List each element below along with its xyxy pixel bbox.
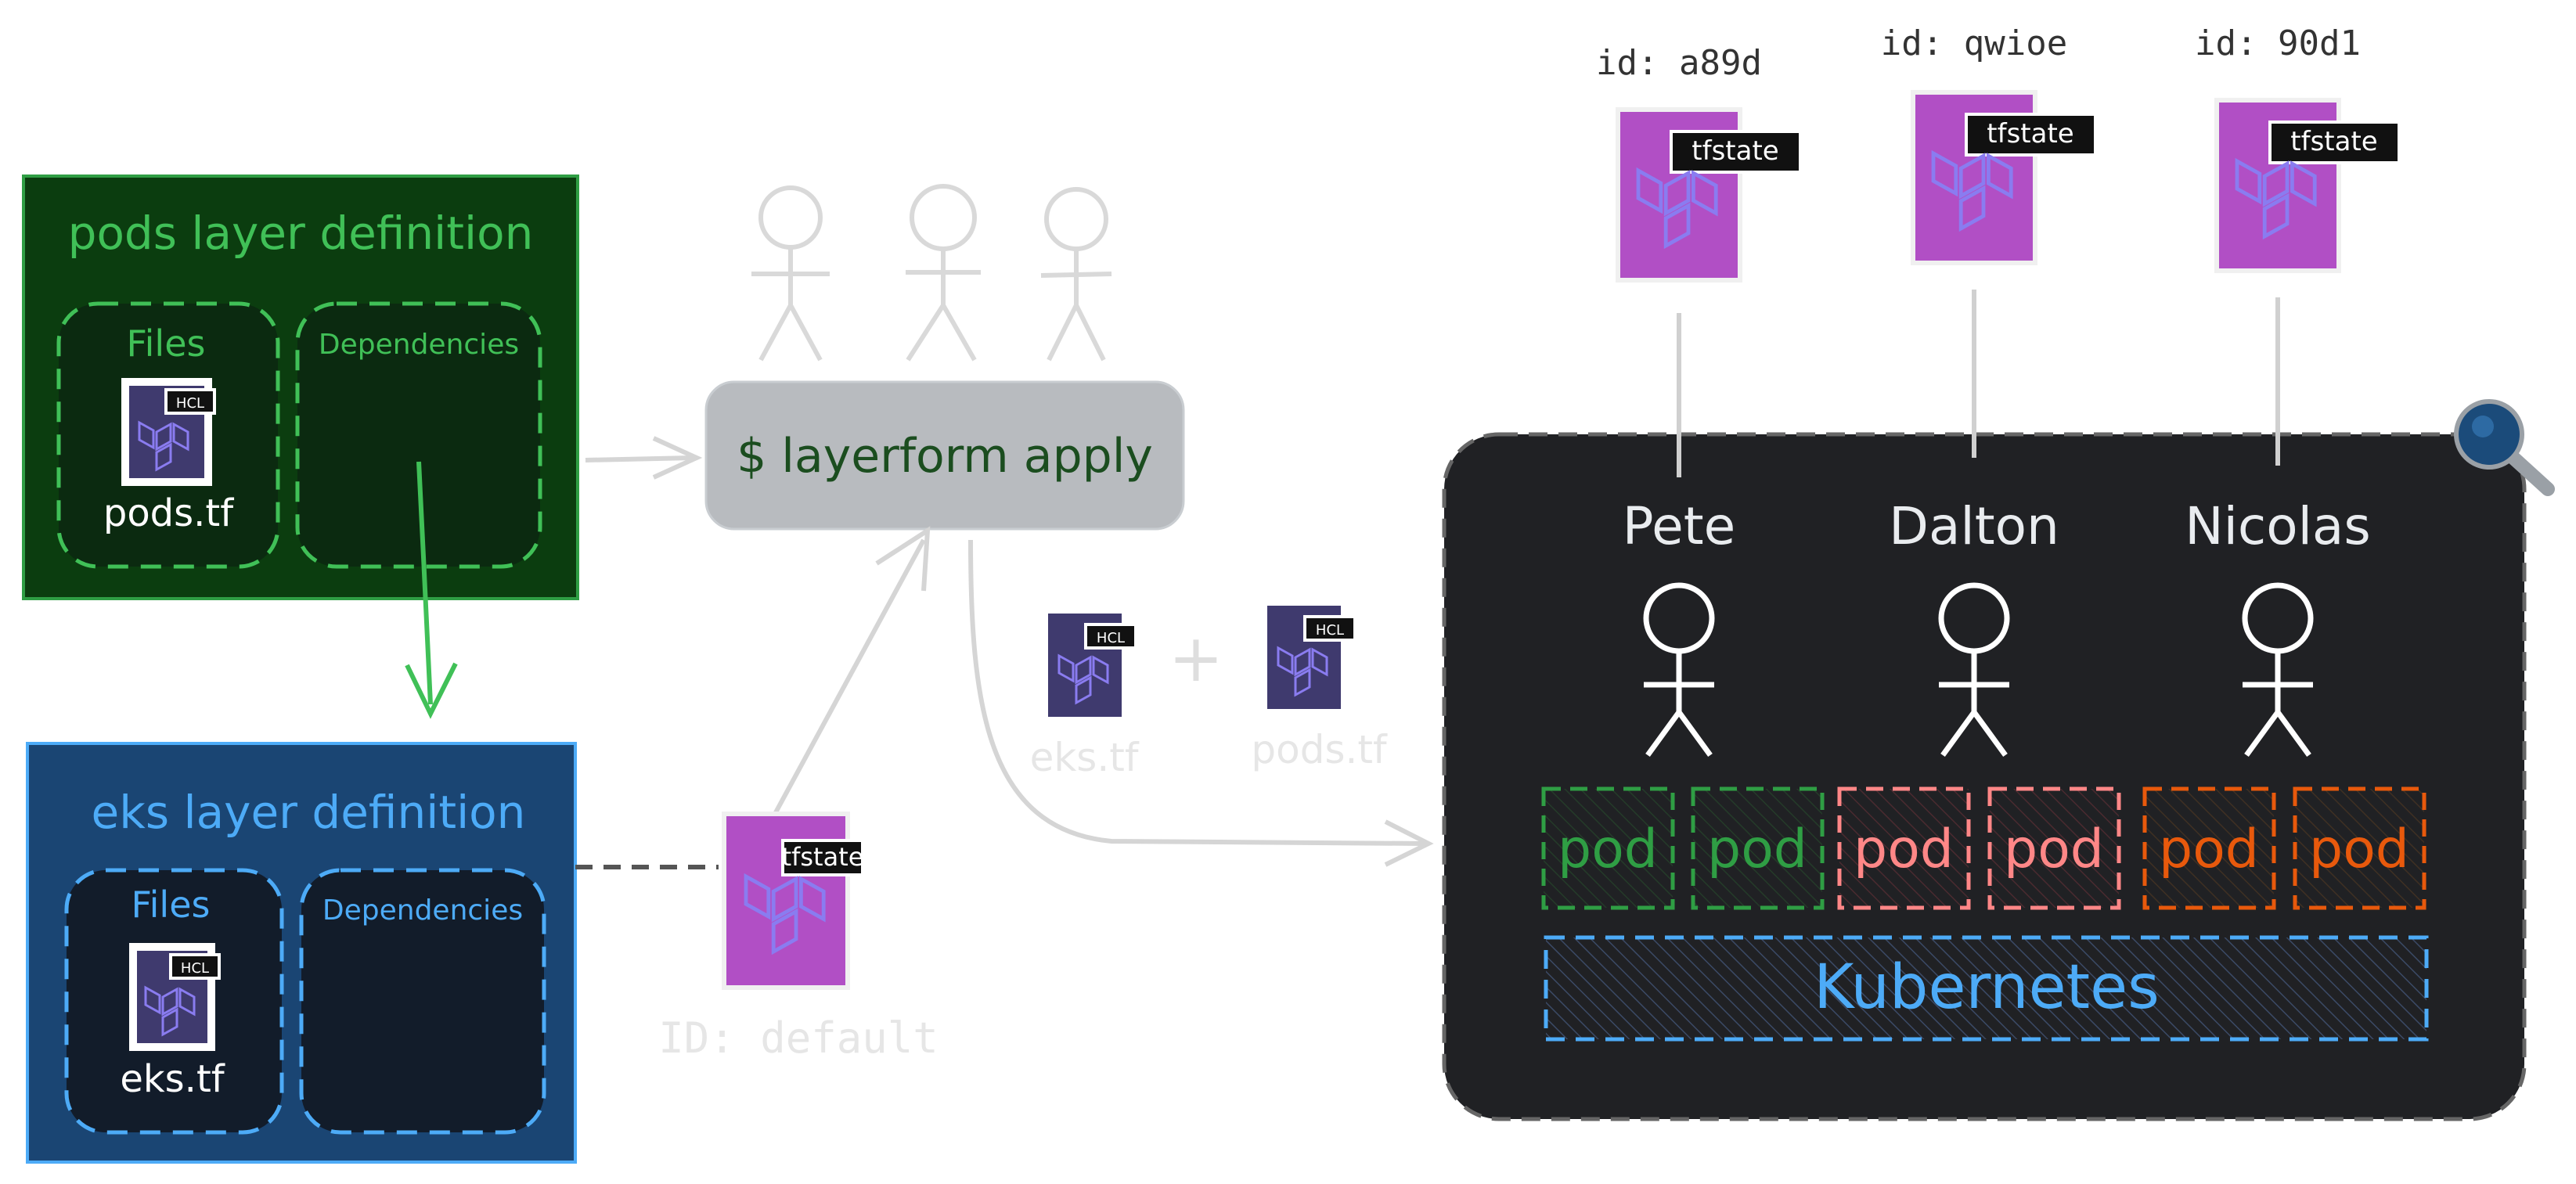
pods-dependencies-box <box>295 301 542 569</box>
pod-label: pod <box>2004 819 2104 880</box>
pods-to-command-arrow <box>585 436 703 480</box>
user-figure <box>1643 582 1715 758</box>
pod-box: pod <box>2142 786 2276 910</box>
middle-pods-file-icon: HCL <box>1261 599 1356 715</box>
tfstate-badge: tfstate <box>2290 126 2377 157</box>
user-figure <box>2242 582 2314 758</box>
pod-label: pod <box>1707 819 1807 880</box>
faded-user-figure <box>1040 187 1112 362</box>
magnifier-icon <box>2454 399 2555 496</box>
faded-user-figure <box>906 184 981 362</box>
faded-user-figure <box>751 185 830 362</box>
user-name: Dalton <box>1889 496 2059 556</box>
default-tfstate-file: tfstate <box>722 812 864 990</box>
middle-eks-file-name: eks.tf <box>1030 735 1140 780</box>
pods-to-eks-arrowhead <box>405 662 458 719</box>
eks-hcl-file-icon: HCL <box>129 943 221 1051</box>
pod-label: pod <box>1558 819 1658 880</box>
kubernetes-label: Kubernetes <box>1814 952 2160 1023</box>
layerform-apply-command[interactable]: $ layerform apply <box>704 380 1185 531</box>
kubernetes-bar: Kubernetes <box>1544 935 2429 1042</box>
middle-pods-hcl-badge: HCL <box>1316 622 1344 639</box>
tfstate-file: tfstate <box>1911 90 2097 265</box>
eks-dependencies-label: Dependencies <box>322 894 523 927</box>
pods-hcl-badge: HCL <box>176 395 204 412</box>
user-figure <box>1938 582 2010 758</box>
command-label: $ layerform apply <box>737 429 1153 484</box>
tfstate-file: tfstate <box>1616 107 1802 283</box>
tfstate-badge: tfstate <box>1987 118 2073 149</box>
faded-users-group <box>751 184 1112 362</box>
eks-file-name: eks.tf <box>120 1057 225 1101</box>
pods-file-name: pods.tf <box>103 491 234 535</box>
pod-box: pod <box>1837 786 1971 910</box>
tfstate-file: tfstate <box>2214 98 2401 273</box>
middle-eks-hcl-badge: HCL <box>1097 630 1125 646</box>
eks-hcl-badge: HCL <box>181 960 209 977</box>
pods-layer-definition: pods layer definition Files Dependencies… <box>22 175 579 719</box>
user-name: Nicolas <box>2185 496 2371 556</box>
pods-dependencies-label: Dependencies <box>319 329 519 361</box>
pods-hcl-file-icon: HCL <box>121 378 216 486</box>
pod-box: pod <box>1541 786 1675 910</box>
state-id-label: id: qwioe <box>1881 23 2067 63</box>
eks-dependencies-box <box>299 868 546 1135</box>
state-id-label: id: a89d <box>1596 43 1762 83</box>
pod-box: pod <box>1987 786 2121 910</box>
default-state-id: ID: default <box>658 1013 939 1063</box>
state-connector-lines <box>1677 290 2280 477</box>
pods-files-label: Files <box>127 322 206 365</box>
state-id-label: id: 90d1 <box>2195 23 2361 63</box>
pod-label: pod <box>2309 819 2409 880</box>
command-to-cluster-arrow <box>968 539 1434 867</box>
middle-eks-file-icon: HCL <box>1042 607 1137 723</box>
pod-label: pod <box>2159 819 2259 880</box>
default-tfstate-badge: tfstate <box>782 842 864 872</box>
pod-box: pod <box>1691 786 1825 910</box>
pod-label: pod <box>1854 819 1954 880</box>
middle-pods-file-name: pods.tf <box>1251 727 1388 772</box>
pod-box: pod <box>2293 786 2426 910</box>
state-to-command-arrow <box>773 526 931 815</box>
eks-layer-definition: eks layer definition Files Dependencies … <box>26 742 577 1164</box>
user-name: Pete <box>1623 496 1736 556</box>
pods-layer-title: pods layer definition <box>68 207 534 260</box>
eks-files-label: Files <box>132 884 211 926</box>
pods-to-eks-arrow <box>416 461 433 705</box>
eks-layer-title: eks layer definition <box>92 786 526 839</box>
middle-plus-sign: + <box>1169 620 1223 696</box>
tfstate-badge: tfstate <box>1692 135 1778 167</box>
